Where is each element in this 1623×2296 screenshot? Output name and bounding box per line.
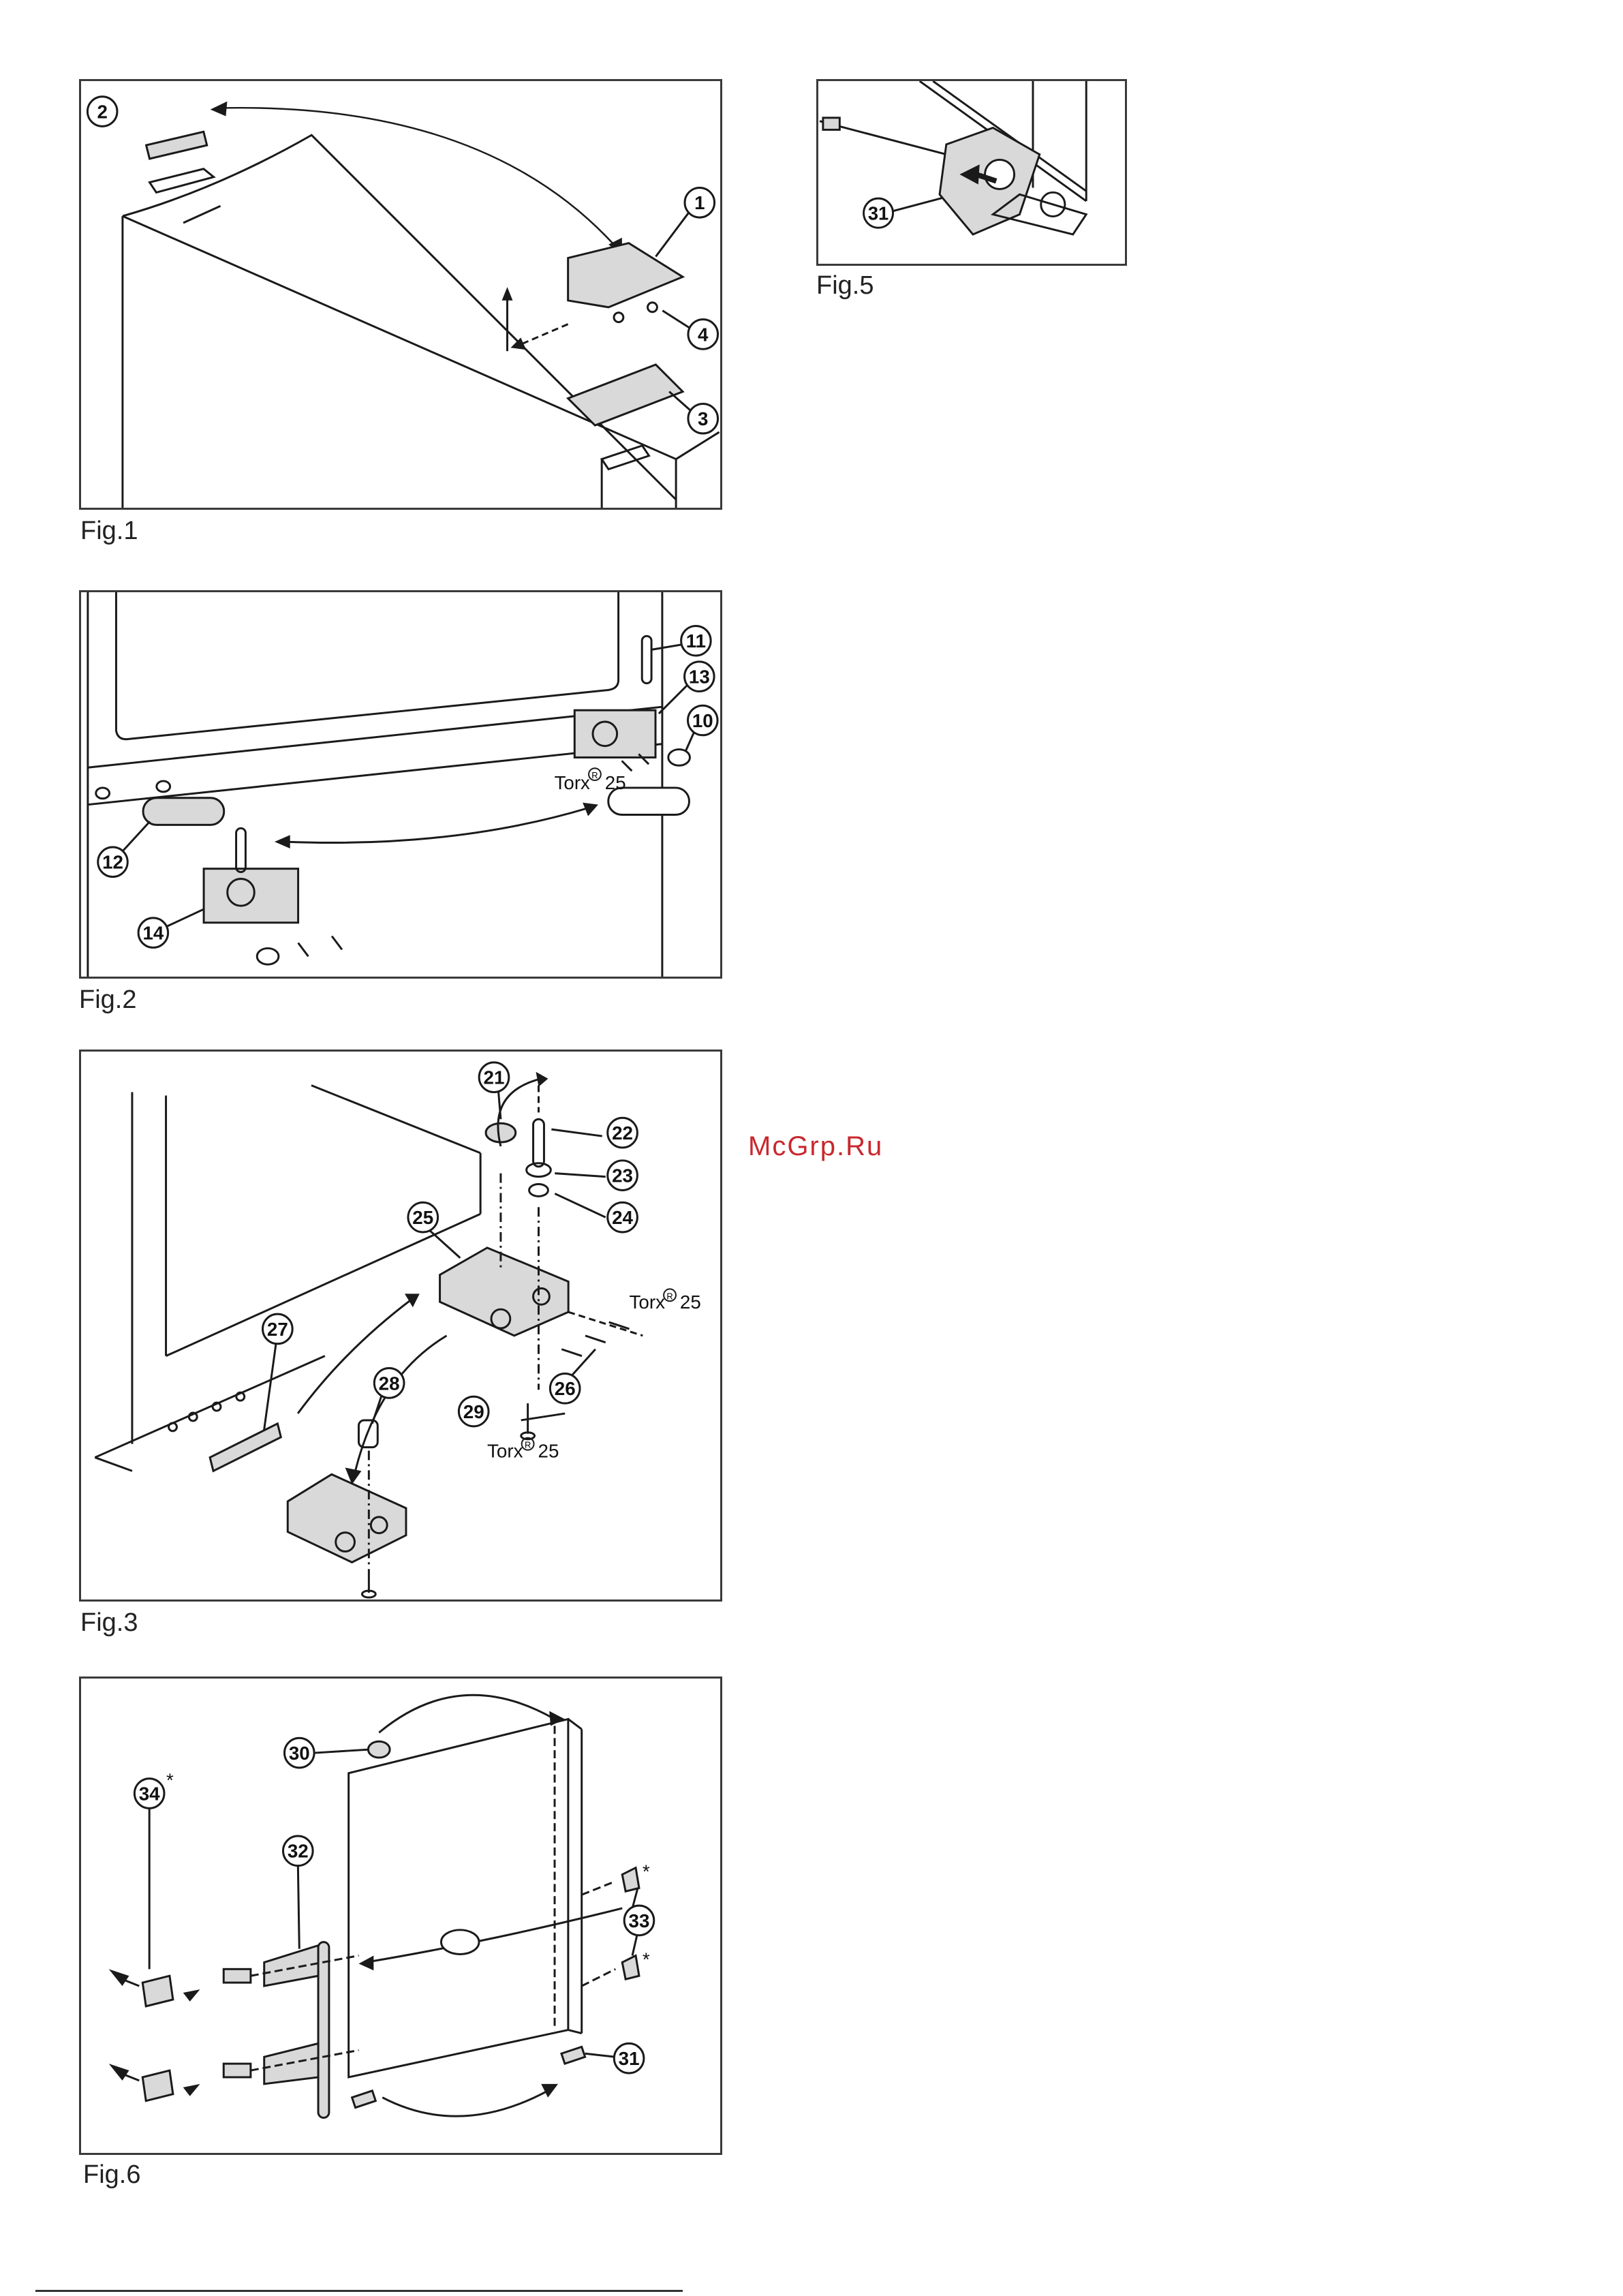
fig3-torx-lower-reg: R (525, 1440, 531, 1450)
figure-6-drawing: 30 34 * 32 33 * * 31 (81, 1679, 720, 2153)
callout-31: 31 (619, 2048, 640, 2069)
figure-2-panel: Torx R 25 12 14 11 13 10 (79, 590, 722, 979)
callout-1: 1 (694, 192, 705, 213)
callout-30: 30 (289, 1743, 310, 1764)
callout-29: 29 (463, 1401, 484, 1422)
callout-3: 3 (698, 408, 708, 429)
figure-5-panel: 31 (816, 79, 1127, 266)
figure-3-panel: Torx R 25 Torx R 25 25 27 28 21 22 23 24… (79, 1050, 722, 1602)
fig5-callouts: 31 (864, 198, 893, 228)
callout-32: 32 (288, 1841, 309, 1862)
fig2-torx-label: Torx R 25 (555, 768, 626, 793)
callout-2: 2 (97, 101, 107, 122)
callout-10: 10 (692, 710, 713, 731)
figure-3-label: Fig.3 (80, 1608, 138, 1638)
callout-28: 28 (379, 1373, 400, 1394)
callout-11: 11 (686, 630, 706, 652)
fig3-torx-lower-size: 25 (538, 1441, 559, 1462)
callout-27: 27 (267, 1319, 288, 1340)
footer-divider (35, 2290, 683, 2292)
figure-6-label: Fig.6 (83, 2160, 140, 2190)
figure-1-drawing: 2 1 4 3 (81, 81, 720, 508)
callout-4: 4 (698, 324, 709, 345)
fig2-torx-reg: R (591, 770, 598, 780)
fig3-torx-upper: Torx (629, 1291, 665, 1313)
callout-23: 23 (612, 1165, 633, 1187)
callout-33: 33 (629, 1910, 650, 1931)
fig2-torx: Torx (555, 772, 590, 793)
fig6-asterisk-34: * (166, 1770, 174, 1791)
callout-22: 22 (612, 1122, 633, 1144)
callout-12: 12 (102, 852, 123, 873)
callout-34: 34 (139, 1783, 160, 1804)
figure-6-panel: 30 34 * 32 33 * * 31 (79, 1677, 722, 2155)
figure-1-label: Fig.1 (80, 517, 138, 546)
figure-5-label: Fig.5 (816, 271, 874, 301)
callout-31-fig5: 31 (868, 202, 888, 224)
callout-25: 25 (412, 1207, 433, 1228)
fig6-callouts: 30 34 * 32 33 * * 31 (134, 1738, 653, 2073)
callout-24: 24 (612, 1207, 633, 1228)
figure-5-drawing: 31 (818, 81, 1125, 264)
callout-21: 21 (484, 1067, 505, 1088)
figure-1-panel: 2 1 4 3 (79, 79, 722, 510)
fig2-torx-size: 25 (605, 772, 626, 793)
fig3-torx-upper-size: 25 (680, 1291, 701, 1313)
figure-3-drawing: Torx R 25 Torx R 25 25 27 28 21 22 23 24… (81, 1052, 720, 1599)
fig6-asterisk-33a: * (643, 1861, 650, 1882)
fig3-torx-upper-reg: R (666, 1291, 673, 1301)
watermark-text: McGrp.Ru (748, 1131, 883, 1162)
callout-14: 14 (142, 923, 164, 944)
fig3-callouts: 25 27 28 21 22 23 24 26 29 (263, 1062, 638, 1426)
callout-26: 26 (555, 1378, 576, 1399)
fig3-torx-lower: Torx (487, 1441, 523, 1462)
callout-13: 13 (689, 667, 710, 688)
figure-2-label: Fig.2 (79, 985, 136, 1015)
figure-2-drawing: Torx R 25 12 14 11 13 10 (81, 592, 720, 977)
fig6-asterisk-33b: * (643, 1948, 650, 1970)
